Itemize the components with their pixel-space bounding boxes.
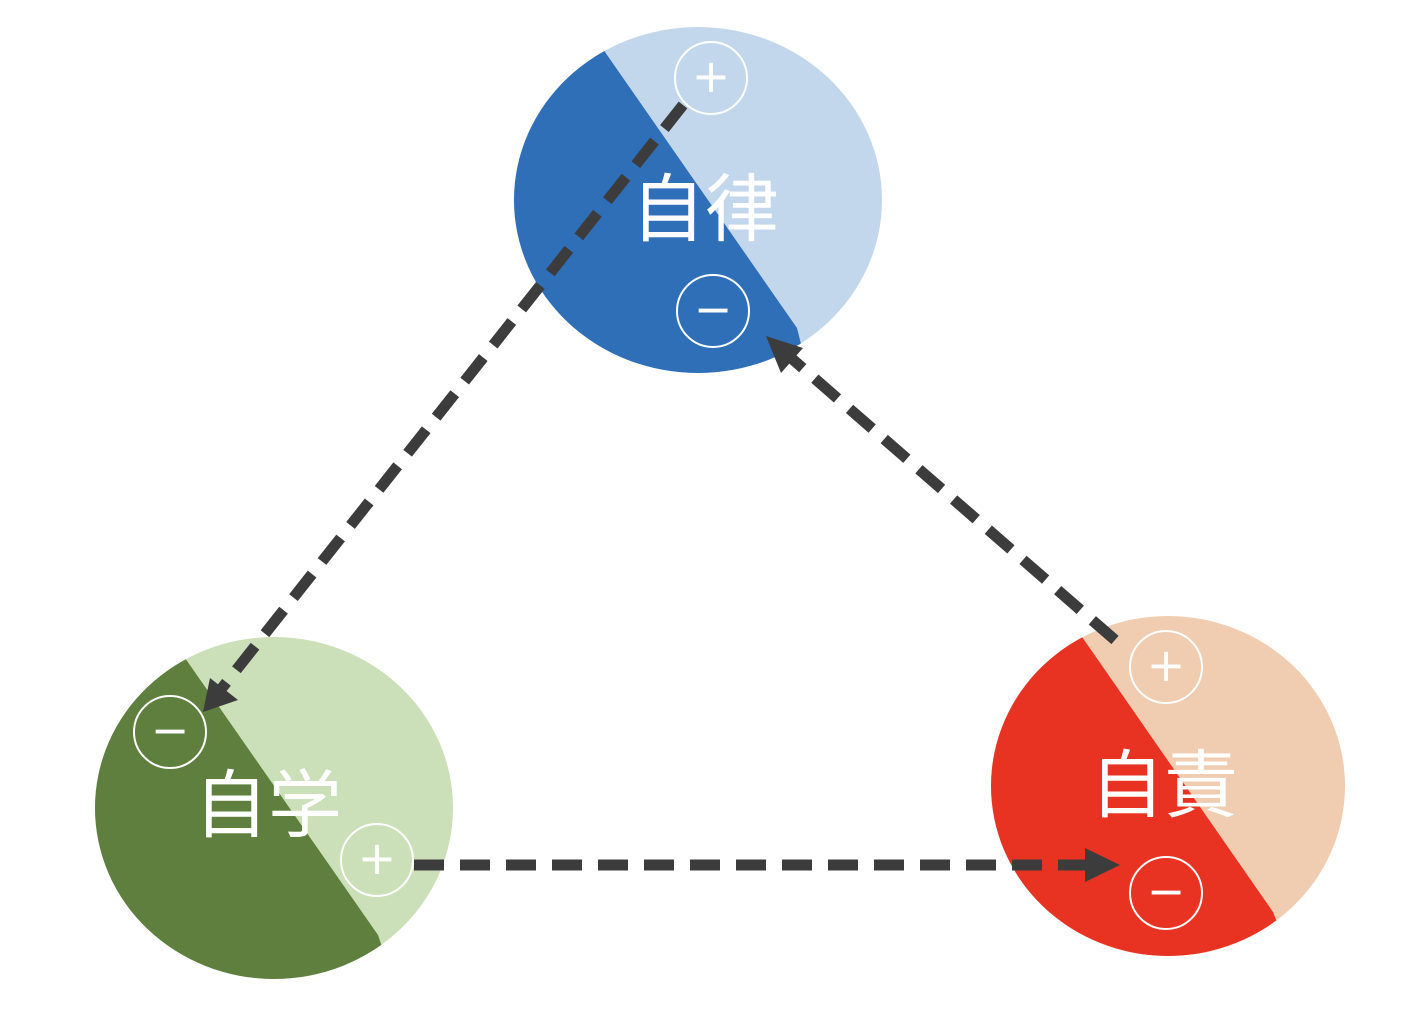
node-autonomy: 自律 + − bbox=[514, 27, 882, 373]
node-self-study: 自学 − + bbox=[95, 637, 453, 979]
node-label: 自律 bbox=[631, 167, 779, 253]
arrowhead-icon bbox=[1085, 848, 1120, 882]
minus-badge: − bbox=[1129, 856, 1203, 930]
plus-icon: + bbox=[358, 831, 397, 885]
minus-icon: − bbox=[1147, 864, 1186, 918]
minus-icon: − bbox=[694, 282, 733, 336]
arrowhead-icon bbox=[766, 336, 803, 373]
plus-badge: + bbox=[1129, 630, 1203, 704]
plus-badge: + bbox=[340, 823, 414, 897]
node-dark-half bbox=[991, 616, 1300, 956]
node-label: 自学 bbox=[194, 763, 342, 849]
node-self-responsibility: 自責 + − bbox=[991, 616, 1345, 956]
minus-badge: − bbox=[676, 274, 750, 348]
plus-icon: + bbox=[692, 49, 731, 103]
plus-badge: + bbox=[674, 41, 748, 115]
node-dark-half bbox=[514, 27, 820, 373]
arrow-self-responsibility-to-autonomy bbox=[786, 352, 1119, 645]
minus-badge: − bbox=[133, 695, 207, 769]
plus-icon: + bbox=[1147, 638, 1186, 692]
node-dark-half bbox=[95, 637, 400, 979]
node-label: 自責 bbox=[1090, 743, 1238, 829]
minus-icon: − bbox=[151, 703, 190, 757]
arrowhead-icon bbox=[203, 678, 238, 712]
arrow-autonomy-to-self-study bbox=[217, 101, 688, 692]
